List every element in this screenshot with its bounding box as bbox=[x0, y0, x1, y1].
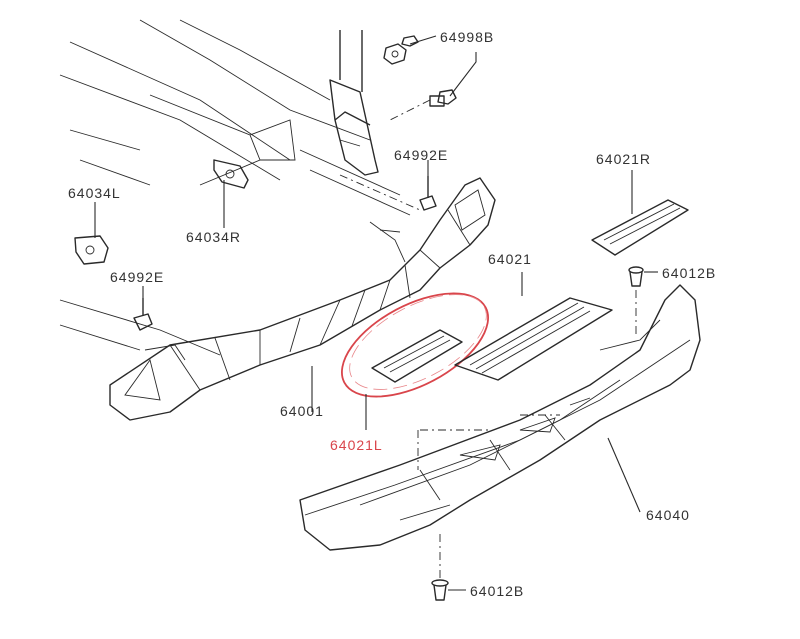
label-64998B: 64998B bbox=[440, 29, 494, 45]
label-64021L: 64021L bbox=[330, 437, 383, 453]
label-64040: 64040 bbox=[646, 507, 690, 523]
bracket-64034R bbox=[213, 159, 249, 189]
step-pad-64021L bbox=[371, 329, 463, 383]
label-64001: 64001 bbox=[280, 403, 324, 419]
bracket-64034L bbox=[74, 235, 109, 265]
clip-64012B-top bbox=[628, 266, 644, 335]
label-64992E-top: 64992E bbox=[394, 147, 448, 163]
label-64012B-top: 64012B bbox=[662, 265, 716, 281]
main-frame-64001 bbox=[109, 177, 496, 421]
part-labels: 64998B 64992E 64034L 64034R 64992E 64021… bbox=[68, 29, 716, 599]
label-64992E-left: 64992E bbox=[110, 269, 164, 285]
upper-bracket bbox=[329, 30, 379, 176]
label-64034R: 64034R bbox=[186, 229, 241, 245]
bolt-64992E-top bbox=[419, 176, 437, 211]
label-64012B-bottom: 64012B bbox=[470, 583, 524, 599]
step-pad-64021 bbox=[454, 297, 613, 381]
reference-lines bbox=[339, 174, 560, 470]
highlight-ellipse bbox=[341, 292, 489, 398]
bolt-64992E-left bbox=[133, 298, 153, 331]
label-64021R: 64021R bbox=[596, 151, 651, 167]
leader-lines bbox=[94, 35, 658, 591]
nut-64998B bbox=[383, 35, 419, 65]
step-pad-64021R bbox=[591, 199, 689, 256]
frame-rails bbox=[59, 19, 411, 356]
bolt-upper bbox=[389, 89, 457, 121]
label-64034L: 64034L bbox=[68, 185, 121, 201]
label-64021: 64021 bbox=[488, 251, 532, 267]
bumper-64040 bbox=[299, 284, 701, 551]
clip-64012B-bottom bbox=[431, 530, 449, 601]
